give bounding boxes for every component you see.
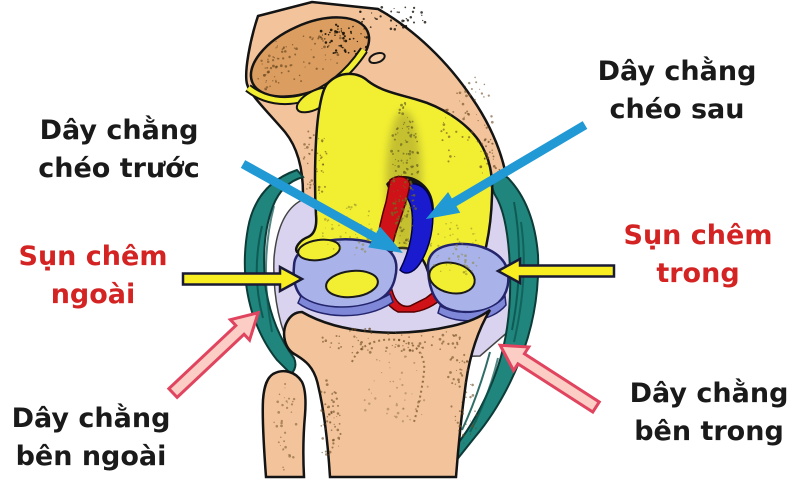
- label-medial-meniscus: Sụn chêm trong: [624, 217, 773, 293]
- label-pcl-line1: Dây chằng: [597, 56, 757, 87]
- acl-arrow: [240, 160, 403, 253]
- label-medial-meniscus-line1: Sụn chêm: [623, 220, 773, 251]
- label-acl: Dây chằng chéo trước: [38, 112, 200, 188]
- label-lcl: Dây chằng bên ngoài: [12, 400, 171, 476]
- label-mcl: Dây chằng bên trong: [630, 375, 789, 451]
- medial-meniscus-arrow: [495, 256, 616, 286]
- label-pcl-line2: chéo sau: [609, 93, 745, 125]
- lateral-meniscus-arrow: [181, 264, 305, 294]
- pcl-ligament: [395, 182, 434, 274]
- label-lateral-meniscus-line2: ngoài: [50, 278, 136, 310]
- label-lcl-line1: Dây chằng: [11, 403, 171, 434]
- pcl-arrow: [425, 121, 588, 220]
- stipple-texture: [257, 5, 501, 471]
- tibia: [282, 308, 492, 479]
- lateral-meniscus-shape: [292, 238, 398, 317]
- label-pcl: Dây chằng chéo sau: [598, 53, 757, 129]
- label-lateral-meniscus: Sụn chêm ngoài: [19, 238, 168, 314]
- label-lateral-meniscus-line1: Sụn chêm: [18, 241, 168, 272]
- fibula: [261, 370, 307, 479]
- mcl-arrow: [497, 343, 602, 415]
- bone-foramen: [368, 51, 386, 65]
- label-mcl-line2: bên trong: [634, 415, 784, 447]
- medial-meniscus-shape: [426, 242, 510, 322]
- label-lcl-line2: bên ngoài: [15, 440, 167, 472]
- label-medial-meniscus-line2: trong: [656, 257, 740, 289]
- lcl-arrow: [166, 310, 261, 400]
- label-acl-line1: Dây chằng: [39, 115, 199, 146]
- label-acl-line2: chéo trước: [38, 152, 200, 184]
- label-mcl-line1: Dây chằng: [629, 378, 789, 409]
